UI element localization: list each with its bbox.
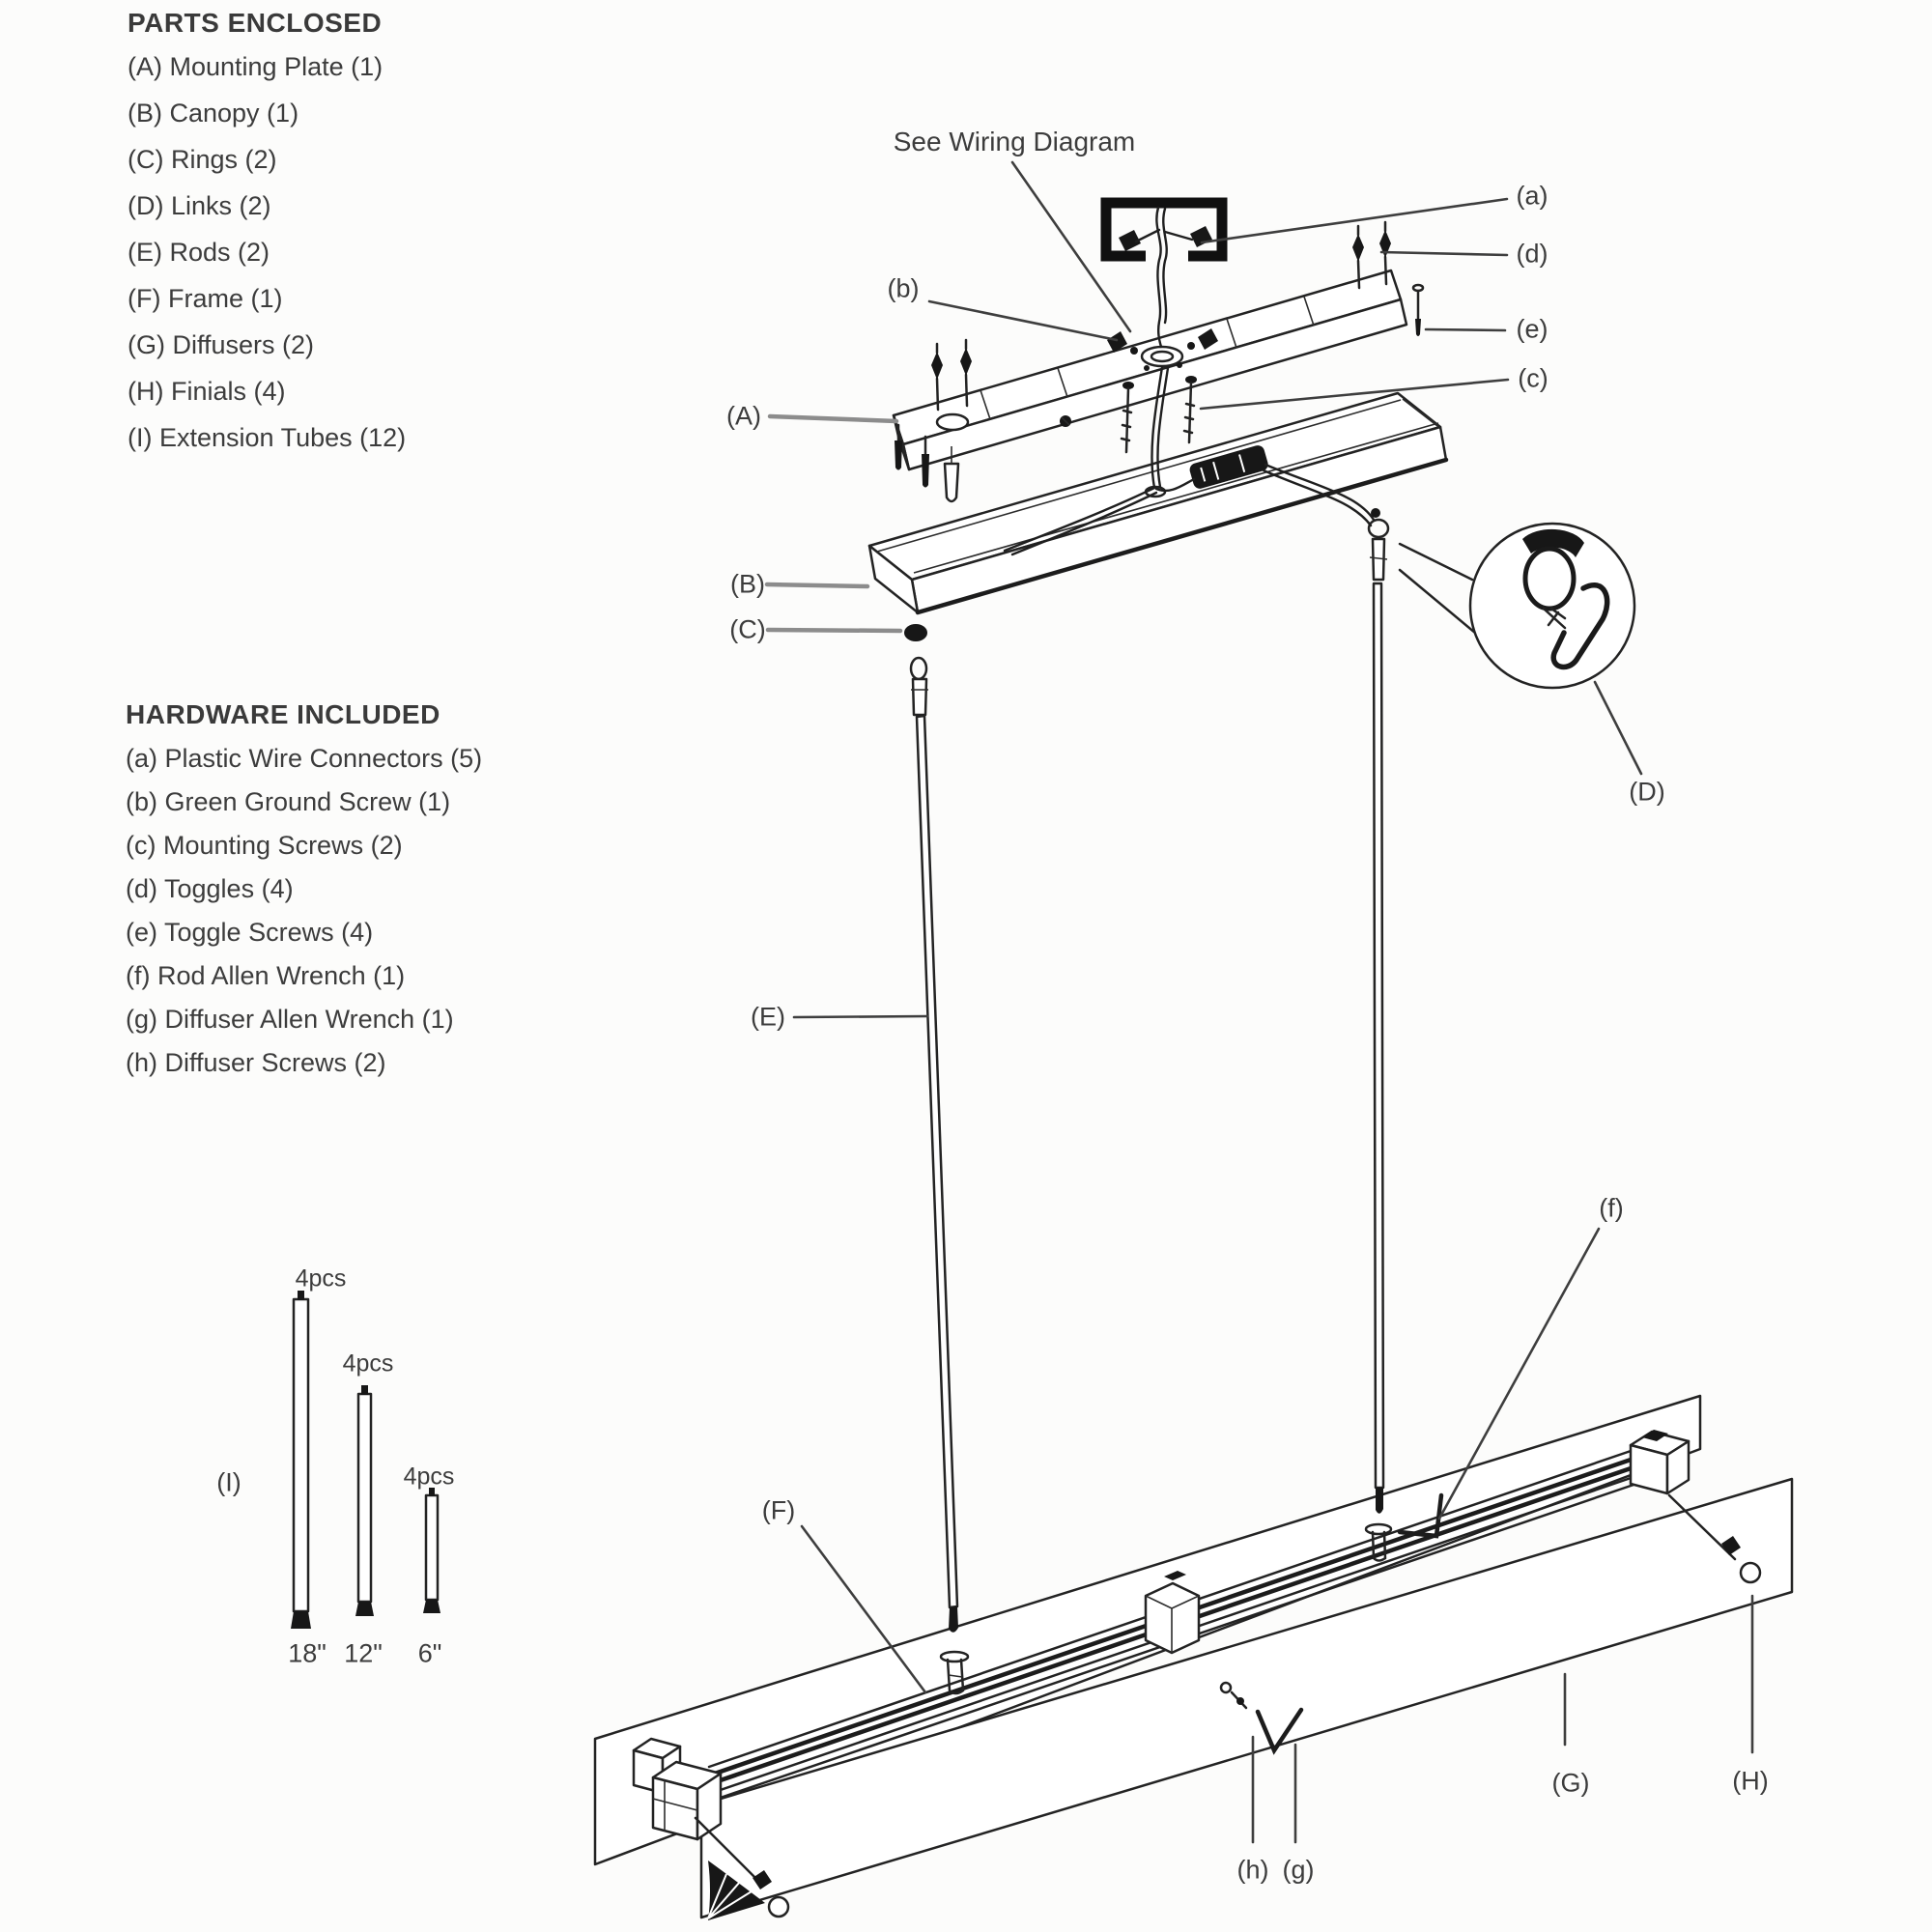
tube-size-6: 6": [417, 1638, 442, 1668]
label-b: (b): [887, 273, 920, 303]
extension-tube-6: [423, 1488, 440, 1613]
rod-allen-wrench: [1397, 1492, 1444, 1539]
hardware-item: (d) Toggles (4): [126, 874, 294, 903]
ring-C: [904, 624, 927, 641]
label-d: (d): [1516, 239, 1548, 269]
extension-tubes: [291, 1291, 440, 1629]
rod-ferrule-left: [939, 1650, 970, 1695]
link-detail-circle: [1398, 522, 1636, 690]
label-f: (f): [1599, 1193, 1624, 1223]
parts-item: (G) Diffusers (2): [128, 330, 315, 359]
tube-size-12: 12": [344, 1638, 383, 1668]
label-E: (E): [751, 1002, 785, 1032]
rod-ferrule-right: [1364, 1522, 1393, 1562]
parts-item: (I) Extension Tubes (12): [128, 423, 407, 452]
label-G: (G): [1551, 1768, 1590, 1798]
label-A: (A): [726, 401, 761, 431]
hardware-item: (c) Mounting Screws (2): [126, 831, 403, 860]
diffuser-allen-wrench: [1255, 1707, 1304, 1755]
frame-end-block-right: [1629, 1430, 1690, 1495]
leader-e: [1424, 327, 1507, 332]
extension-tube-18: [291, 1291, 311, 1629]
leader-A: [767, 413, 899, 424]
label-a: (a): [1516, 181, 1548, 211]
diffuser-corner-texture: [708, 1861, 765, 1920]
leader-C: [765, 627, 903, 634]
hardware-item: (a) Plastic Wire Connectors (5): [126, 744, 483, 773]
leader-b: [927, 299, 1119, 342]
toggle: [1352, 224, 1364, 290]
finial-left: [694, 1816, 790, 1918]
leader-lines: [764, 160, 1754, 1844]
parts-item: (E) Rods (2): [128, 238, 270, 267]
frame-end-block-left: [632, 1737, 723, 1841]
leader-c: [1199, 378, 1510, 411]
mounting-plate: [892, 269, 1408, 503]
hardware-item: (e) Toggle Screws (4): [126, 918, 374, 947]
rod-right: [1367, 508, 1390, 1514]
wire-nut-left: [1119, 230, 1141, 251]
leader-f: [1437, 1227, 1601, 1520]
label-c: (c): [1518, 363, 1548, 393]
parts-item: (F) Frame (1): [128, 284, 283, 313]
label-g: (g): [1282, 1855, 1315, 1885]
label-H: (H): [1732, 1766, 1769, 1796]
parts-item: (B) Canopy (1): [128, 99, 299, 128]
label-e: (e): [1516, 314, 1548, 344]
parts-item: (D) Links (2): [128, 191, 271, 220]
toggle: [1379, 220, 1391, 286]
tube-qty-18: 4pcs: [295, 1264, 347, 1293]
parts-enclosed-list: PARTS ENCLOSED (A) Mounting Plate (1) (B…: [128, 8, 406, 469]
label-B: (B): [730, 569, 765, 599]
leader-B: [764, 582, 870, 589]
diffuser-panel-front: [699, 1477, 1794, 1920]
rod-left: [909, 656, 959, 1633]
toggles: [931, 220, 1391, 412]
toggle: [960, 338, 972, 408]
leader-a: [1200, 197, 1509, 244]
toggle: [931, 342, 943, 412]
label-F: (F): [761, 1495, 796, 1525]
ballast: [1189, 445, 1268, 489]
label-h: (h): [1236, 1855, 1269, 1885]
ring-cap-detail: [1522, 528, 1584, 557]
hardware-item: (h) Diffuser Screws (2): [126, 1048, 386, 1077]
leader-E: [792, 1014, 929, 1019]
leader-see-wiring: [1010, 160, 1132, 333]
tube-qty-12: 4pcs: [342, 1350, 394, 1378]
hardware-included-title: HARDWARE INCLUDED: [126, 699, 440, 729]
tube-size-18: 18": [288, 1638, 327, 1668]
hardware-item: (b) Green Ground Screw (1): [126, 787, 451, 816]
label-C: (C): [729, 614, 766, 644]
mounting-screws: [1120, 376, 1197, 454]
extension-tube-12: [355, 1385, 374, 1616]
link-hook-detail: [1550, 582, 1610, 670]
label-I: (I): [216, 1467, 242, 1497]
wire-nut-right: [1190, 226, 1212, 247]
parts-item: (H) Finials (4): [128, 377, 286, 406]
toggle-screws: [895, 283, 1425, 488]
ground-screw: [1060, 415, 1071, 427]
hardware-item: (g) Diffuser Allen Wrench (1): [126, 1005, 454, 1034]
wire-connector-right: [1198, 328, 1218, 350]
parts-enclosed-title: PARTS ENCLOSED: [128, 8, 383, 38]
see-wiring-diagram-note: See Wiring Diagram: [893, 127, 1136, 156]
diffuser-screw: [1219, 1681, 1248, 1710]
leader-d: [1379, 250, 1509, 257]
parts-item: (C) Rings (2): [128, 145, 277, 174]
leader-D: [1593, 680, 1643, 776]
leader-F: [800, 1524, 927, 1694]
hardware-included-list: HARDWARE INCLUDED (a) Plastic Wire Conne…: [126, 699, 482, 1092]
tube-qty-6: 4pcs: [403, 1463, 455, 1491]
frame-center-collar: [1144, 1571, 1201, 1655]
parts-item: (A) Mounting Plate (1): [128, 52, 384, 81]
ring-detail: [1522, 546, 1577, 611]
wire-connector-left: [1107, 331, 1127, 353]
hardware-item: (f) Rod Allen Wrench (1): [126, 961, 406, 990]
wires: [1003, 206, 1376, 556]
label-D: (D): [1629, 777, 1665, 807]
finial-right: [1667, 1493, 1762, 1584]
